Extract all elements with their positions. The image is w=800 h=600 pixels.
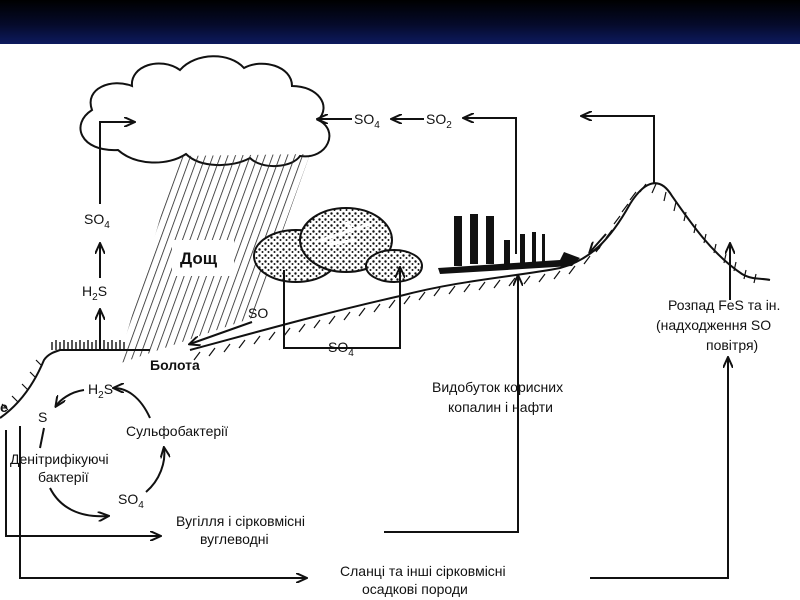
- arrow-sulfobact-h2s: [114, 388, 150, 418]
- so2-sub: 2: [446, 120, 452, 131]
- s-cycle-text: S: [38, 409, 47, 425]
- sulfur-cycle-diagram: Дощ SO SO4 SO2 SO4 H2S: [0, 44, 800, 600]
- so4-cycle-sub: 4: [138, 500, 144, 511]
- so4-up-sub: 4: [104, 220, 110, 231]
- h2s-up-tail: S: [98, 283, 107, 299]
- arrow-so4-cloud-left: [100, 122, 134, 204]
- h2s-cycle-tail: S: [104, 381, 113, 397]
- rain-label: Дощ: [180, 249, 218, 268]
- so-plant-label: SO: [248, 305, 268, 321]
- so4-plant-text: SO4: [328, 339, 354, 359]
- sulfobacteria-label: Сульфобактерії: [126, 423, 228, 439]
- arrow-so4-sulfobact: [146, 448, 164, 492]
- shales-line2: осадкові породи: [362, 581, 468, 597]
- h2s-cycle-main: H: [88, 381, 98, 397]
- fes-line1: Розпад FeS та ін.: [668, 297, 780, 313]
- denitrifying-line1: Денітрифікуючі: [10, 451, 109, 467]
- title-bar: [0, 0, 800, 44]
- arrow-shales-fes: [590, 358, 728, 578]
- arrow-mountain-up: [582, 116, 654, 184]
- fes-line3: повітря): [706, 337, 758, 353]
- bush-right: [366, 250, 422, 282]
- mining-line2: копалин і нафти: [448, 399, 553, 415]
- swamp-grass: [52, 340, 124, 350]
- so4-plant-sub: 4: [348, 348, 354, 359]
- arrow-denit-so4: [50, 488, 108, 516]
- so4-cycle-main: SO: [118, 491, 138, 507]
- bank-hatch: [2, 360, 42, 410]
- denitrifying-line2: бактерії: [38, 469, 89, 485]
- fes-line2: (надходження SO: [656, 317, 771, 333]
- so4-up-text: SO4: [84, 211, 110, 231]
- so2-text: SO2: [426, 111, 452, 131]
- so4-plant-main: SO: [328, 339, 348, 355]
- shales-line1: Сланці та інші сірковмісні: [340, 563, 506, 579]
- so4-air-sub: 4: [374, 120, 380, 131]
- cloud: [80, 56, 329, 166]
- so4-air-text: SO4: [354, 111, 380, 131]
- coal-line1: Вугілля і сірковмісні: [176, 513, 305, 529]
- factory-chimneys: [438, 214, 580, 274]
- h2s-cycle-text: H2S: [88, 381, 113, 401]
- arrow-to-shales: [20, 426, 306, 578]
- arrow-h2s-s: [56, 390, 84, 406]
- h2s-up-main: H: [82, 283, 92, 299]
- edge-fragment: e: [0, 399, 8, 415]
- arrow-s-down: [40, 428, 44, 448]
- so4-up-main: SO: [84, 211, 104, 227]
- swamps-label: Болота: [150, 357, 200, 373]
- coal-line2: вуглеводні: [200, 531, 269, 547]
- h2s-up-text: H2S: [82, 283, 107, 303]
- so4-cycle-text: SO4: [118, 491, 144, 511]
- so4-air-main: SO: [354, 111, 374, 127]
- mining-line1: Видобуток корисних: [432, 379, 563, 395]
- so2-main: SO: [426, 111, 446, 127]
